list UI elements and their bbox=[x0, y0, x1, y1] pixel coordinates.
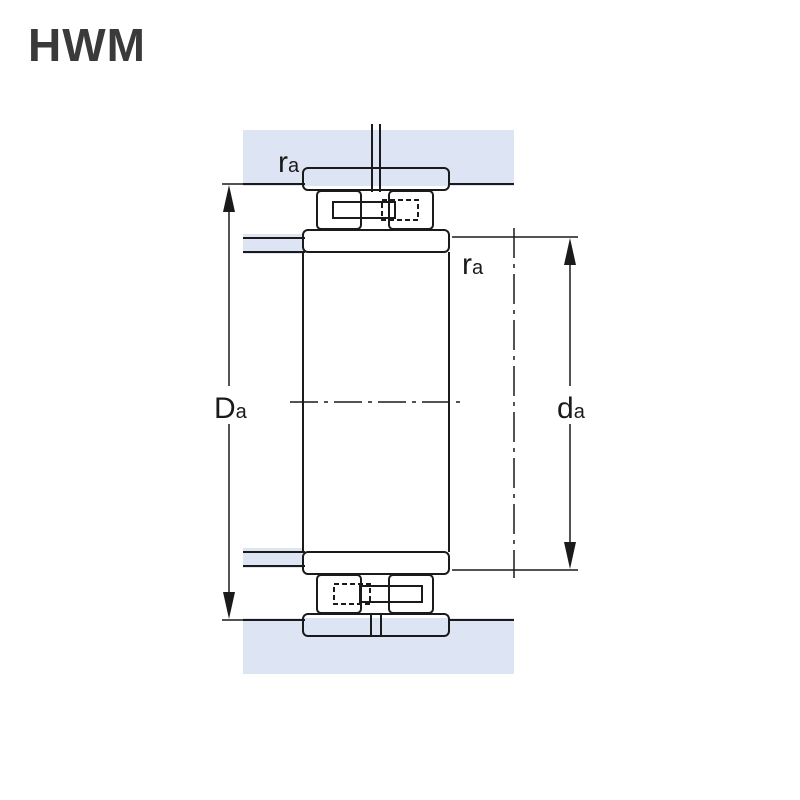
roller-right-bottom bbox=[388, 574, 434, 614]
bearing-top-section bbox=[302, 124, 450, 253]
label-da: da bbox=[557, 392, 586, 425]
label-Da: Da bbox=[214, 392, 248, 425]
roller-left-top bbox=[316, 190, 362, 230]
Da-extension-lines bbox=[222, 183, 245, 621]
cage-top-dashed bbox=[381, 199, 419, 221]
inner-ring-bottom bbox=[302, 551, 450, 575]
housing-background bbox=[243, 130, 514, 674]
outer-ring-bottom bbox=[302, 613, 450, 637]
housing-lines bbox=[243, 183, 514, 621]
label-ra-right: ra bbox=[462, 248, 484, 281]
inner-ring-top bbox=[302, 229, 450, 253]
outer-ring-top bbox=[302, 167, 450, 191]
cage-bottom-dashed bbox=[333, 583, 371, 605]
cage-bottom bbox=[359, 585, 423, 603]
roller-right-top bbox=[388, 190, 434, 230]
Da-arrow-up bbox=[223, 185, 235, 212]
bearing-bottom-section bbox=[302, 551, 450, 637]
Da-arrow-down bbox=[223, 592, 235, 619]
da-arrow-up bbox=[564, 238, 576, 265]
da-arrow-down bbox=[564, 542, 576, 569]
da-extension-lines bbox=[452, 228, 578, 578]
housing-top-band bbox=[243, 130, 514, 186]
page-title: HWM bbox=[28, 19, 146, 71]
housing-bottom-band bbox=[243, 618, 514, 674]
label-ra-top: ra bbox=[278, 146, 300, 179]
roller-left-bottom bbox=[316, 574, 362, 614]
cage-top bbox=[332, 201, 396, 219]
